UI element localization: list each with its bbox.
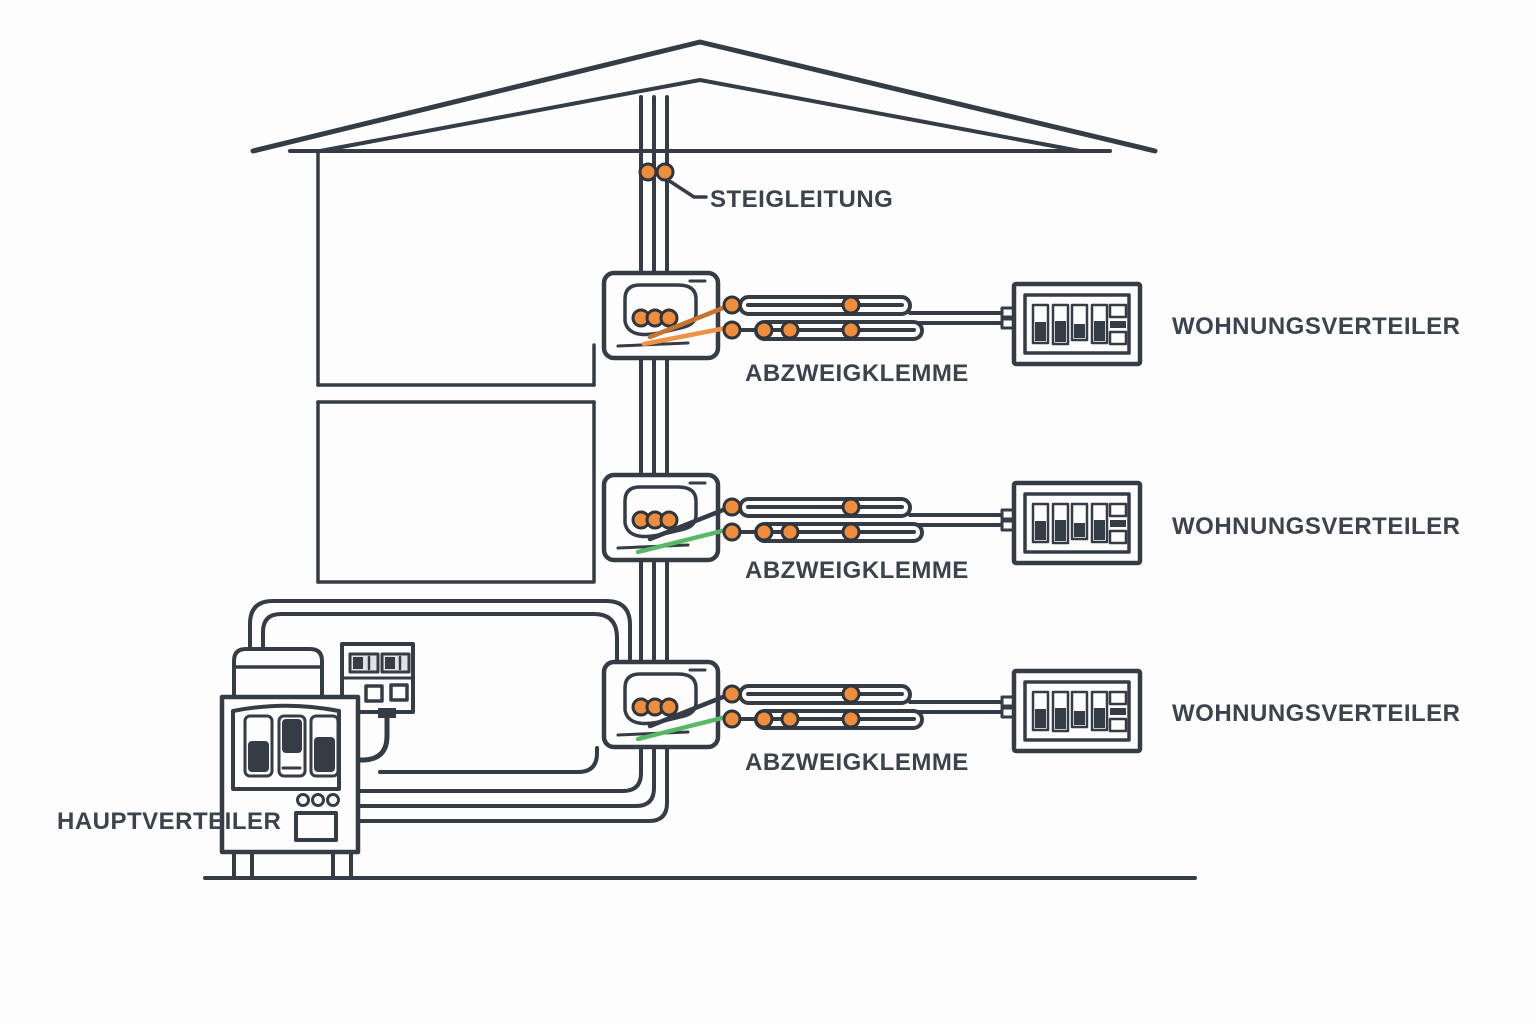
meter-housing <box>232 647 324 702</box>
floor-2 <box>604 475 1140 563</box>
branch-wire-green <box>635 714 729 742</box>
floor-3 <box>604 662 1140 751</box>
branch-wire-dark <box>647 505 731 542</box>
riser-label-leader <box>666 178 708 199</box>
floor-1 <box>604 273 1140 364</box>
main-distributor <box>219 642 415 880</box>
meter-unit-cable <box>355 709 390 763</box>
label-steigleitung: STEIGLEITUNG <box>710 186 894 213</box>
branch-cable-run-1 <box>722 295 1016 341</box>
branch-wire-green <box>635 527 729 555</box>
label-abzweigklemme-2: ABZWEIGKLEMME <box>745 557 969 584</box>
cabinet-leg <box>331 850 353 880</box>
label-wohnungsverteiler-3: WOHNUNGSVERTEILER <box>1172 700 1461 727</box>
label-abzweigklemme-1: ABZWEIGKLEMME <box>745 360 969 387</box>
house-outline <box>203 39 1197 880</box>
apartment-panel-3 <box>1014 671 1140 751</box>
feeder-conduit <box>248 599 632 774</box>
branch-cable-run-2 <box>722 497 1016 543</box>
branch-wire-orange <box>647 303 731 340</box>
branch-cable-run-3 <box>722 684 1016 730</box>
label-wohnungsverteiler-1: WOHNUNGSVERTEILER <box>1172 313 1461 340</box>
apartment-panel-1 <box>1014 284 1140 364</box>
branch-wire-dark <box>647 692 731 729</box>
apartment-panel-2 <box>1014 483 1140 563</box>
cabinet-leg <box>232 850 254 880</box>
label-wohnungsverteiler-2: WOHNUNGSVERTEILER <box>1172 513 1461 540</box>
riser-connector-dot <box>655 162 675 182</box>
label-hauptverteiler: HAUPTVERTEILER <box>57 808 282 835</box>
riser-cables <box>356 95 708 823</box>
riser-connector-dot <box>638 162 658 182</box>
branch-wire-orange <box>641 325 729 347</box>
label-abzweigklemme-3: ABZWEIGKLEMME <box>745 749 969 776</box>
